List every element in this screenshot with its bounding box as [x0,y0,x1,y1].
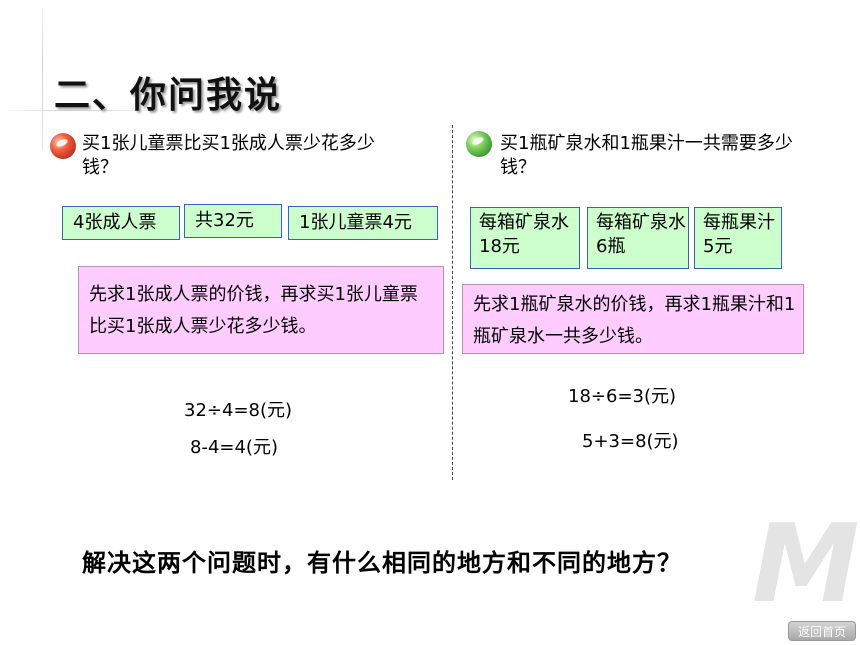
left-question: 买1张儿童票比买1张成人票少花多少钱？ [82,133,375,178]
right-hint-box: 先求1瓶矿泉水的价钱，再求1瓶果汁和1瓶矿泉水一共多少钱。 [462,284,804,354]
right-fact-box-3: 每瓶果汁5元 [694,207,782,269]
right-calc-step-1: 18÷6=3(元) [568,386,677,407]
left-fact-box-3: 1张儿童票4元 [288,206,438,240]
return-home-button[interactable]: 返回首页 [788,621,856,641]
right-calc-step-2: 5+3=8(元) [582,431,679,452]
decorative-line-vertical [42,0,43,150]
left-hint-box: 先求1张成人票的价钱，再求买1张儿童票比买1张成人票少花多少钱。 [78,266,444,354]
left-calc-step-2: 8-4=4(元) [190,437,278,458]
left-fact-box-2: 共32元 [184,204,282,238]
green-ball-icon [466,131,492,157]
discussion-question: 解决这两个问题时，有什么相同的地方和不同的地方？ [82,549,682,577]
decorative-line-horizontal [0,110,170,111]
right-fact-box-1: 每箱矿泉水18元 [470,207,580,269]
red-ball-icon [50,133,76,159]
right-question: 买1瓶矿泉水和1瓶果汁一共需要多少钱？ [500,133,793,178]
left-calc-step-1: 32÷4=8(元) [184,400,293,421]
left-fact-box-1: 4张成人票 [62,206,180,240]
page-title: 二、你问我说 [54,75,283,116]
watermark-logo: M [752,502,860,627]
right-fact-box-2: 每箱矿泉水6瓶 [587,207,689,269]
dashed-divider [452,125,453,480]
